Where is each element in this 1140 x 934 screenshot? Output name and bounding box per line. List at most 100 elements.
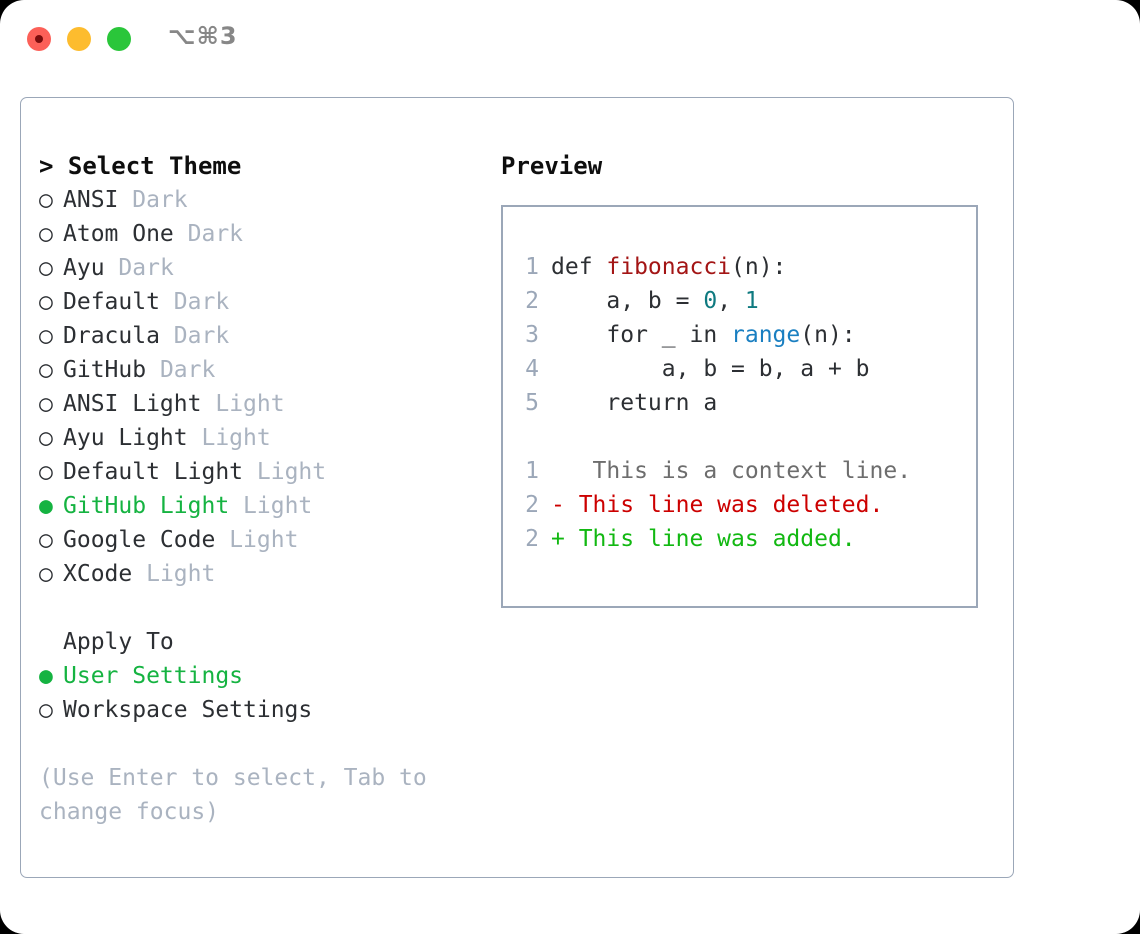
minimize-window-button[interactable] — [67, 27, 91, 51]
code-token: , — [717, 288, 745, 314]
theme-list-item[interactable]: ○ Atom One Dark — [39, 217, 489, 251]
list-spacer — [39, 591, 489, 625]
theme-item-space — [188, 425, 202, 451]
theme-item-label: Atom One — [63, 221, 174, 247]
radio-unselected-icon: ○ — [39, 527, 53, 553]
theme-item-label: Default Light — [63, 459, 244, 485]
apply-to-item[interactable]: ○Workspace Settings — [39, 693, 489, 727]
radio-unselected-icon: ○ — [39, 357, 53, 383]
diff-line: 2+ This line was added. — [517, 522, 970, 556]
theme-item-space — [243, 459, 257, 485]
theme-item-space — [229, 493, 243, 519]
theme-item-label: ANSI — [63, 187, 119, 213]
code-line: 5 return a — [517, 386, 970, 420]
theme-list-item[interactable]: ○XCode Light — [39, 557, 489, 591]
window-title: ⌥⌘3 — [168, 22, 238, 50]
theme-list-item[interactable]: ○ Default Light Light — [39, 455, 489, 489]
theme-item-variant-tag: Light — [146, 561, 216, 587]
theme-list-item[interactable]: ○ANSI Dark — [39, 183, 489, 217]
content-panel: > Select Theme ○ANSI Dark○Atom One Dark○… — [20, 97, 1014, 878]
theme-item-label: GitHub — [63, 357, 147, 383]
theme-list-item[interactable]: ○ Ayu Dark — [39, 251, 489, 285]
code-token: fibonacci — [606, 254, 732, 280]
diff-text: This is a context line. — [564, 458, 912, 484]
code-token: (n): — [800, 322, 856, 348]
theme-item-space — [118, 187, 132, 213]
title-bar: ⌥⌘3 — [0, 0, 1140, 78]
code-token: 0 — [703, 288, 718, 314]
code-token: (n): — [731, 254, 787, 280]
theme-item-variant-tag: Dark — [173, 289, 230, 315]
diff-marker: - — [551, 492, 565, 518]
code-line: 4 a, b = b, a + b — [517, 352, 970, 386]
code-line: 1 def fibonacci(n): — [517, 250, 970, 284]
theme-item-variant-tag: Dark — [132, 187, 188, 213]
radio-unselected-icon: ○ — [39, 255, 53, 281]
close-icon — [35, 35, 43, 43]
theme-list-item[interactable]: ○Default Dark — [39, 285, 489, 319]
apply-to-heading: Apply To — [63, 629, 174, 655]
line-number: 4 — [525, 356, 539, 382]
code-line: 2 a, b = 0, 1 — [517, 284, 970, 318]
theme-item-space — [215, 527, 229, 553]
theme-list-item[interactable]: ○ GitHub Dark — [39, 353, 489, 387]
theme-item-label: ANSI Light — [63, 391, 202, 417]
keyboard-hint-text: (Use Enter to select, Tab to change focu… — [39, 765, 427, 825]
code-diff-gap — [517, 420, 970, 454]
theme-selector-column: > Select Theme ○ANSI Dark○Atom One Dark○… — [39, 149, 489, 829]
line-number: 1 — [525, 254, 539, 280]
theme-item-variant-tag: Light — [201, 425, 271, 451]
radio-unselected-icon: ○ — [39, 221, 53, 247]
code-token: 1 — [744, 288, 759, 314]
theme-list-item[interactable]: ●GitHub Light Light — [39, 489, 489, 523]
apply-to-list[interactable]: ●User Settings○Workspace Settings — [39, 659, 489, 727]
theme-item-label: Dracula — [63, 323, 160, 349]
diff-line: 1 This is a context line. — [517, 454, 970, 488]
apply-to-item-label: User Settings — [63, 663, 244, 689]
theme-list[interactable]: ○ANSI Dark○Atom One Dark○Ayu Dark○Defaul… — [39, 183, 489, 591]
line-number: 2 — [525, 288, 539, 314]
theme-item-label: Ayu — [63, 255, 105, 281]
theme-item-variant-tag: Light — [256, 459, 327, 485]
radio-unselected-icon: ○ — [39, 391, 53, 417]
diff-text: This line was deleted. — [564, 492, 884, 518]
theme-list-item[interactable]: ○ Ayu Light Light — [39, 421, 489, 455]
code-token: a, b = b, a + b — [551, 356, 870, 382]
diff-line: 2- This line was deleted. — [517, 488, 970, 522]
theme-item-space — [160, 289, 174, 315]
diff-block: 1 This is a context line.2- This line wa… — [517, 454, 970, 556]
radio-unselected-icon: ○ — [39, 425, 53, 451]
theme-item-variant-tag: Dark — [118, 255, 174, 281]
theme-item-space — [105, 255, 119, 281]
theme-item-space — [160, 323, 174, 349]
radio-unselected-icon: ○ — [39, 561, 53, 587]
theme-item-variant-tag: Dark — [173, 323, 230, 349]
code-token: for _ in — [551, 322, 732, 348]
code-token: def — [551, 254, 607, 280]
theme-list-item[interactable]: ○Google Code Light — [39, 523, 489, 557]
theme-list-item[interactable]: ○ Dracula Dark — [39, 319, 489, 353]
code-line: 3 for _ in range(n): — [517, 318, 970, 352]
theme-item-label: Ayu Light — [63, 425, 188, 451]
apply-to-item[interactable]: ●User Settings — [39, 659, 489, 693]
theme-item-variant-tag: Light — [243, 493, 313, 519]
code-token: return a — [551, 390, 718, 416]
radio-unselected-icon: ○ — [39, 289, 53, 315]
diff-marker: + — [551, 526, 565, 552]
theme-list-item[interactable]: ○ANSI Light Light — [39, 387, 489, 421]
theme-item-space — [174, 221, 188, 247]
select-theme-heading: > Select Theme — [39, 152, 242, 180]
radio-unselected-icon: ○ — [39, 459, 53, 485]
line-number: 2 — [525, 492, 539, 518]
theme-item-variant-tag: Dark — [159, 357, 216, 383]
maximize-window-button[interactable] — [107, 27, 131, 51]
radio-unselected-icon: ○ — [39, 323, 53, 349]
theme-item-label: Google Code — [63, 527, 216, 553]
theme-item-label: GitHub Light — [63, 493, 230, 519]
theme-item-variant-tag: Dark — [187, 221, 244, 247]
